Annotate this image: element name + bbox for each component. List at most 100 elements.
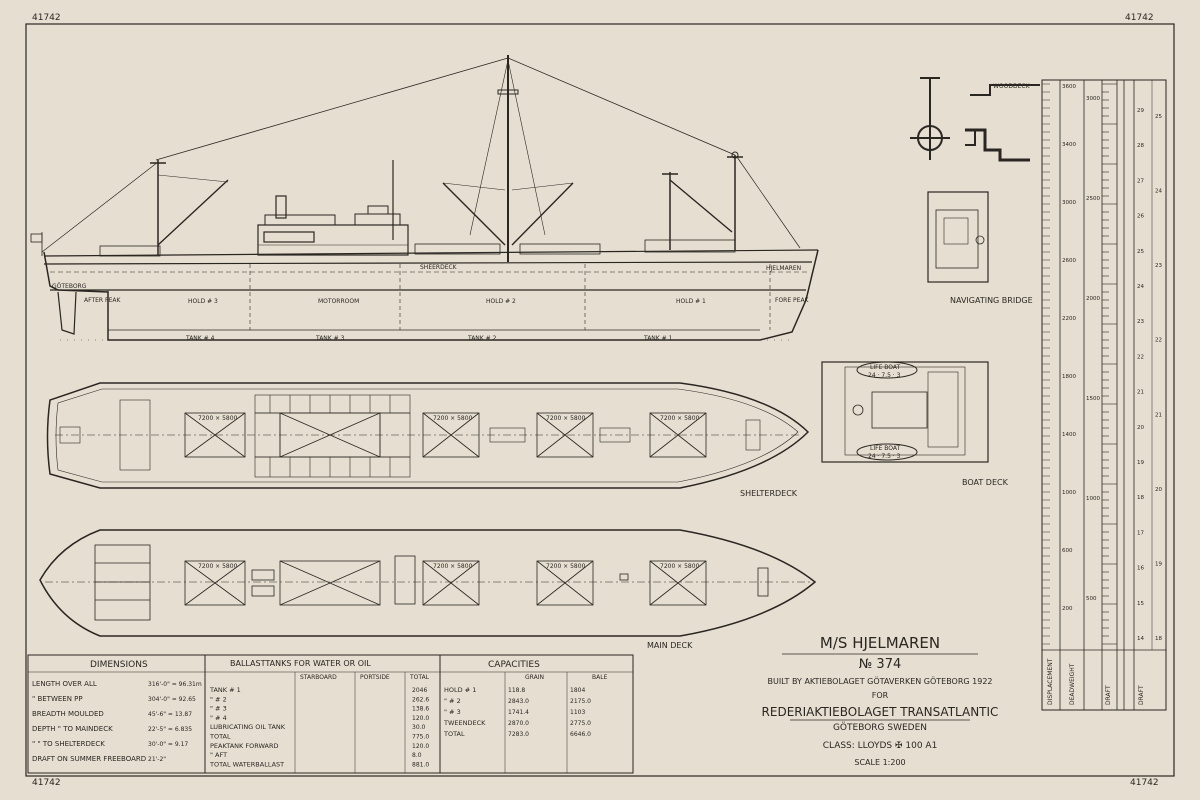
- label-navigating-bridge: NAVIGATING BRIDGE: [950, 296, 1033, 305]
- scale-label-draft-2: 19: [1155, 561, 1162, 567]
- lifeboat-label-top: LIFE BOAT: [870, 364, 901, 371]
- capacity-row-label: HOLD # 1: [444, 686, 476, 694]
- label-bow-name: HJELMAREN: [766, 265, 801, 272]
- capacity-row-label: TOTAL: [443, 730, 465, 738]
- label-tank-4: TANK # 4: [185, 335, 215, 342]
- label-shelterdeck: SHELTERDECK: [740, 489, 798, 498]
- ballast-row-label: LUBRICATING OIL TANK: [210, 723, 286, 731]
- ballast-row-total: 881.0: [412, 761, 429, 768]
- capacity-row-label: TWEENDECK: [443, 719, 486, 727]
- label-wooddeck: WOODDECK: [993, 83, 1031, 90]
- ballast-table: BALLASTTANKS FOR WATER OR OIL STARBOARD …: [209, 659, 430, 768]
- hatch-label-2: 7200 × 5800: [546, 415, 586, 422]
- scale-line: SCALE 1:200: [854, 758, 905, 767]
- catalog-number-bottom-left: 41742: [32, 778, 61, 788]
- ballast-row-label: " # 2: [210, 695, 227, 703]
- scale-label-deadweight: 1000: [1086, 496, 1100, 502]
- ballast-row-total: 138.6: [412, 706, 429, 713]
- label-boat-deck: BOAT DECK: [962, 478, 1009, 487]
- ballast-row-total: 30.0: [412, 724, 426, 731]
- hatch-label-4: 7200 × 5800: [198, 415, 238, 422]
- class-line: CLASS: LLOYDS ✠ 100 A1: [823, 741, 938, 751]
- capacities-title: CAPACITIES: [488, 660, 540, 670]
- boat-deck-plan: LIFE BOAT 24 · 7.5 · 3 LIFE BOAT 24 · 7.…: [821, 361, 1009, 487]
- main-hatch-label-1: 7200 × 5800: [660, 563, 700, 570]
- capacity-row-label: " # 3: [444, 708, 461, 716]
- label-after-peak: AFTER PEAK: [84, 297, 121, 304]
- scale-label-draft-1: 26: [1137, 214, 1144, 220]
- label-tank-1: TANK # 1: [643, 335, 673, 342]
- scale-label-deadweight: 1500: [1086, 396, 1100, 402]
- scale-label-draft-2: 18: [1155, 636, 1162, 642]
- section-details: WOODDECK: [910, 77, 1040, 162]
- capacities-header-bale: BALE: [592, 674, 608, 681]
- hatch-label-1: 7200 × 5800: [660, 415, 700, 422]
- scale-label-deadweight: 3000: [1086, 96, 1100, 102]
- ballast-row-total: 8.0: [412, 752, 422, 759]
- capacity-row-grain: 1741.4: [508, 709, 529, 716]
- ballast-row-label: TOTAL: [209, 733, 231, 741]
- capacity-row-bale: 1804: [570, 687, 585, 694]
- scale-label-draft-1: 22: [1137, 354, 1144, 360]
- dimension-row-value: 30'-0" = 9.17: [148, 741, 188, 748]
- scale-label-draft-1: 19: [1137, 460, 1144, 466]
- scale-label-draft-2: 24: [1155, 189, 1162, 195]
- label-fore-peak: FORE PEAK: [775, 297, 810, 304]
- ballast-row-total: 775.0: [412, 734, 429, 741]
- scale-label-draft-1: 17: [1137, 530, 1144, 536]
- scale-label-displacement: 600: [1062, 548, 1073, 554]
- ballast-row-total: 120.0: [412, 743, 429, 750]
- ballast-header-starboard: STARBOARD: [300, 674, 337, 681]
- scale-foot-deadweight: DEADWEIGHT: [1069, 663, 1076, 705]
- scale-label-displacement: 1000: [1062, 490, 1076, 496]
- scale-label-draft-1: 20: [1137, 425, 1144, 431]
- lifeboat-dims-top: 24 · 7.5 · 3: [868, 372, 901, 379]
- ballast-row-total: 120.0: [412, 715, 429, 722]
- label-sheerdeck: SHEERDECK: [420, 264, 458, 271]
- ballast-header-portside: PORTSIDE: [360, 674, 390, 681]
- dimensions-title: DIMENSIONS: [90, 660, 148, 670]
- scale-label-displacement: 1800: [1062, 374, 1076, 380]
- ballast-row-label: PEAKTANK FORWARD: [210, 742, 278, 750]
- label-main-deck: MAIN DECK: [647, 641, 693, 650]
- dimension-row-value: 45'-6" = 13.87: [148, 711, 192, 718]
- dimension-row-label: BREADTH MOULDED: [32, 710, 104, 718]
- label-tank-2: TANK # 2: [467, 335, 497, 342]
- scale-label-displacement: 2600: [1062, 258, 1076, 264]
- label-hold-1: HOLD # 1: [676, 298, 706, 305]
- scale-label-deadweight: 2000: [1086, 296, 1100, 302]
- capacity-row-grain: 2870.0: [508, 720, 529, 727]
- capacity-row-grain: 2843.0: [508, 698, 529, 705]
- scale-label-draft-1: 18: [1137, 495, 1144, 501]
- ship-number: № 374: [859, 657, 901, 672]
- scale-label-draft-1: 23: [1137, 319, 1144, 325]
- scale-label-displacement: 1400: [1062, 432, 1076, 438]
- scale-label-draft-2: 25: [1155, 114, 1162, 120]
- title-block: M/S HJELMAREN № 374 BUILT BY AKTIEBOLAGE…: [762, 634, 999, 767]
- dimension-row-label: LENGTH OVER ALL: [32, 680, 97, 688]
- dimension-row-label: DRAFT ON SUMMER FREEBOARD: [32, 755, 146, 763]
- scale-label-draft-1: 14: [1137, 636, 1144, 642]
- tables: [27, 654, 634, 774]
- scale-label-draft-1: 21: [1137, 390, 1144, 396]
- label-tank-3: TANK # 3: [315, 335, 345, 342]
- ship-name: M/S HJELMAREN: [820, 634, 940, 652]
- navigating-bridge-plan: NAVIGATING BRIDGE: [927, 191, 1033, 305]
- capacity-row-bale: 6646.0: [570, 731, 591, 738]
- scale-label-draft-1: 25: [1137, 249, 1144, 255]
- scale-label-draft-2: 20: [1155, 487, 1162, 493]
- scale-label-draft-2: 22: [1155, 338, 1162, 344]
- city-line: GÖTEBORG SWEDEN: [833, 722, 927, 733]
- scale-label-draft-1: 24: [1137, 284, 1144, 290]
- capacities-header-grain: GRAIN: [525, 674, 544, 681]
- main-hatch-label-3: 7200 × 5800: [433, 563, 473, 570]
- scale-label-draft-1: 16: [1137, 566, 1144, 572]
- scale-label-displacement: 3400: [1062, 142, 1076, 148]
- scale-label-displacement: 2200: [1062, 316, 1076, 322]
- scale-label-deadweight: 500: [1086, 596, 1097, 602]
- lifeboat-label-bottom: LIFE BOAT: [870, 445, 901, 452]
- label-hold-2: HOLD # 2: [486, 298, 516, 305]
- scale-label-draft-1: 27: [1137, 178, 1144, 184]
- capacity-row-bale: 2775.0: [570, 720, 591, 727]
